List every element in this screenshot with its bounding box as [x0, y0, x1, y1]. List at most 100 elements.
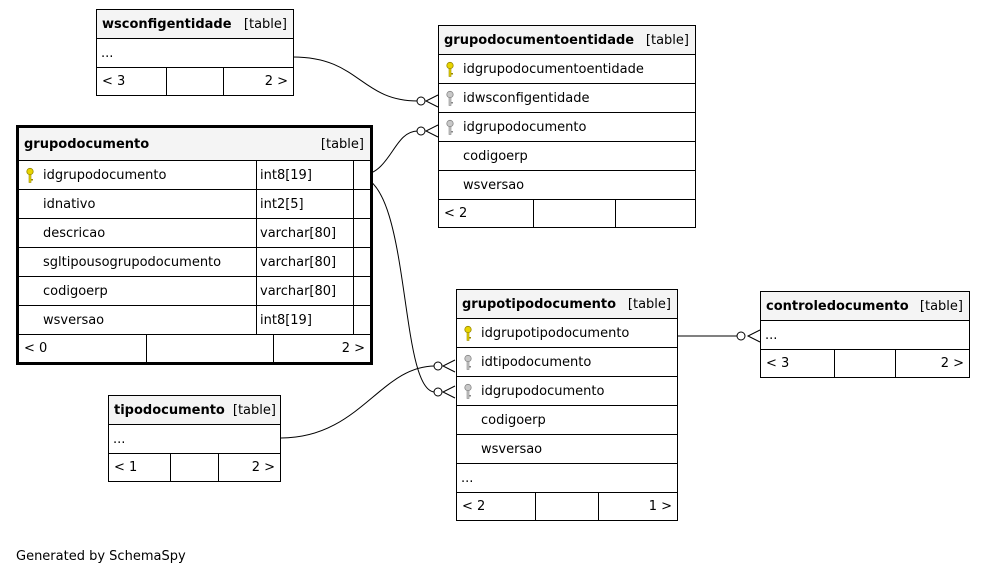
ellipsis-row: ...	[761, 321, 969, 350]
primary-key-icon	[439, 61, 461, 77]
column-name: idgrupotipodocumento	[481, 325, 630, 341]
column-row[interactable]: wsversao	[457, 435, 677, 464]
parents-count[interactable]: < 1	[109, 454, 171, 481]
column-name: idtipodocumento	[481, 354, 592, 370]
column-row[interactable]: idtipodocumento	[457, 348, 677, 377]
table-header[interactable]: grupotipodocumento [table]	[457, 290, 677, 319]
table-wsconfigentidade[interactable]: wsconfigentidade [table] ... < 3 2 >	[96, 9, 294, 96]
column-datatype: varchar[80]	[256, 248, 353, 276]
foreign-key-icon	[439, 90, 461, 106]
table-header[interactable]: grupodocumento [table]	[19, 128, 370, 161]
column-row[interactable]: idgrupodocumento	[457, 377, 677, 406]
column-row[interactable]: idgrupodocumento	[439, 113, 695, 142]
column-row[interactable]: descricao varchar[80]	[19, 219, 370, 248]
ellipsis-row: ...	[97, 39, 293, 68]
column-row[interactable]: codigoerp	[439, 142, 695, 171]
foreign-key-icon	[457, 383, 479, 399]
column-name: idgrupodocumento	[481, 383, 605, 399]
children-count[interactable]: 2 >	[223, 68, 293, 95]
column-name: idgrupodocumento	[43, 167, 167, 183]
relation-tipodocumento-grupotipodocumento	[280, 365, 436, 439]
column-row[interactable]: codigoerp	[457, 406, 677, 435]
table-header[interactable]: grupodocumentoentidade [table]	[439, 26, 695, 55]
table-footer: < 0 2 >	[19, 335, 370, 362]
table-footer: < 3 2 >	[97, 68, 293, 95]
table-footer: < 1 2 >	[109, 454, 280, 481]
primary-key-icon	[19, 167, 41, 183]
column-row[interactable]: idwsconfigentidade	[439, 84, 695, 113]
column-name: codigoerp	[481, 412, 546, 428]
parents-count[interactable]: < 2	[457, 493, 536, 520]
table-tipodocumento[interactable]: tipodocumento [table] ... < 1 2 >	[108, 395, 281, 482]
column-name: descricao	[43, 225, 106, 241]
column-datatype: varchar[80]	[256, 219, 353, 247]
table-name: grupotipodocumento	[462, 296, 617, 312]
table-type: [table]	[627, 296, 671, 312]
column-name: wsversao	[463, 177, 525, 193]
table-footer: < 2	[439, 200, 695, 227]
column-row[interactable]: idnativo int2[5]	[19, 190, 370, 219]
parents-count[interactable]: < 3	[97, 68, 167, 95]
parents-count[interactable]: < 0	[19, 335, 147, 362]
column-row[interactable]: idgrupodocumento int8[19]	[19, 161, 370, 190]
children-count[interactable]	[615, 200, 695, 227]
column-row[interactable]: idgrupodocumentoentidade	[439, 55, 695, 84]
table-type: [table]	[320, 136, 364, 152]
relation-crowfoot	[441, 359, 456, 373]
table-name: wsconfigentidade	[102, 16, 232, 32]
column-datatype: int2[5]	[256, 190, 353, 218]
column-name: idgrupodocumentoentidade	[463, 61, 644, 77]
column-name: wsversao	[481, 441, 543, 457]
relation-optional-marker	[736, 331, 746, 341]
table-header[interactable]: controledocumento [table]	[761, 292, 969, 321]
relation-optional-marker	[433, 387, 443, 397]
primary-key-icon	[457, 325, 479, 341]
table-footer: < 3 2 >	[761, 350, 969, 377]
table-name: controledocumento	[766, 298, 909, 314]
table-type: [table]	[919, 298, 963, 314]
children-count[interactable]: 2 >	[218, 454, 280, 481]
relation-wsconfigentidade-grupodocumentoentidade	[292, 56, 419, 102]
table-name: grupodocumentoentidade	[444, 32, 635, 48]
table-name: grupodocumento	[24, 136, 150, 152]
relation-optional-marker	[433, 361, 443, 371]
column-row[interactable]: idgrupotipodocumento	[457, 319, 677, 348]
table-header[interactable]: tipodocumento [table]	[109, 396, 280, 425]
column-datatype: int8[19]	[256, 306, 353, 334]
ellipsis-row: ...	[457, 464, 677, 493]
table-grupotipodocumento[interactable]: grupotipodocumento [table] idgrupotipodo…	[456, 289, 678, 521]
column-name: codigoerp	[463, 148, 528, 164]
relation-grupodocumento-grupotipodocumento	[356, 175, 436, 393]
column-name: idnativo	[43, 196, 96, 212]
table-header[interactable]: wsconfigentidade [table]	[97, 10, 293, 39]
table-grupodocumento[interactable]: grupodocumento [table] idgrupodocumento …	[16, 125, 373, 365]
column-row[interactable]: wsversao int8[19]	[19, 306, 370, 335]
column-name: codigoerp	[43, 283, 108, 299]
column-name: idwsconfigentidade	[463, 90, 590, 106]
table-footer: < 2 1 >	[457, 493, 677, 520]
parents-count[interactable]: < 3	[761, 350, 835, 377]
column-row[interactable]: wsversao	[439, 171, 695, 200]
table-grupodocumentoentidade[interactable]: grupodocumentoentidade [table] idgrupodo…	[438, 25, 696, 228]
relation-crowfoot	[746, 329, 761, 343]
children-count[interactable]: 2 >	[895, 350, 969, 377]
ellipsis-row: ...	[109, 425, 280, 454]
foreign-key-icon	[457, 354, 479, 370]
table-name: tipodocumento	[114, 402, 225, 418]
children-count[interactable]: 1 >	[598, 493, 677, 520]
parents-count[interactable]: < 2	[439, 200, 534, 227]
table-controledocumento[interactable]: controledocumento [table] ... < 3 2 >	[760, 291, 970, 378]
children-count[interactable]: 2 >	[273, 335, 370, 362]
column-name: wsversao	[43, 312, 105, 328]
relation-crowfoot	[424, 94, 439, 108]
relation-optional-marker	[416, 126, 426, 136]
column-row[interactable]: codigoerp varchar[80]	[19, 277, 370, 306]
column-name: idgrupodocumento	[463, 119, 587, 135]
column-row[interactable]: sgltipousogrupodocumento varchar[80]	[19, 248, 370, 277]
table-type: [table]	[232, 402, 276, 418]
relation-crowfoot	[424, 124, 439, 138]
column-datatype: varchar[80]	[256, 277, 353, 305]
relation-optional-marker	[416, 96, 426, 106]
relation-crowfoot	[441, 385, 456, 399]
table-type: [table]	[243, 16, 287, 32]
